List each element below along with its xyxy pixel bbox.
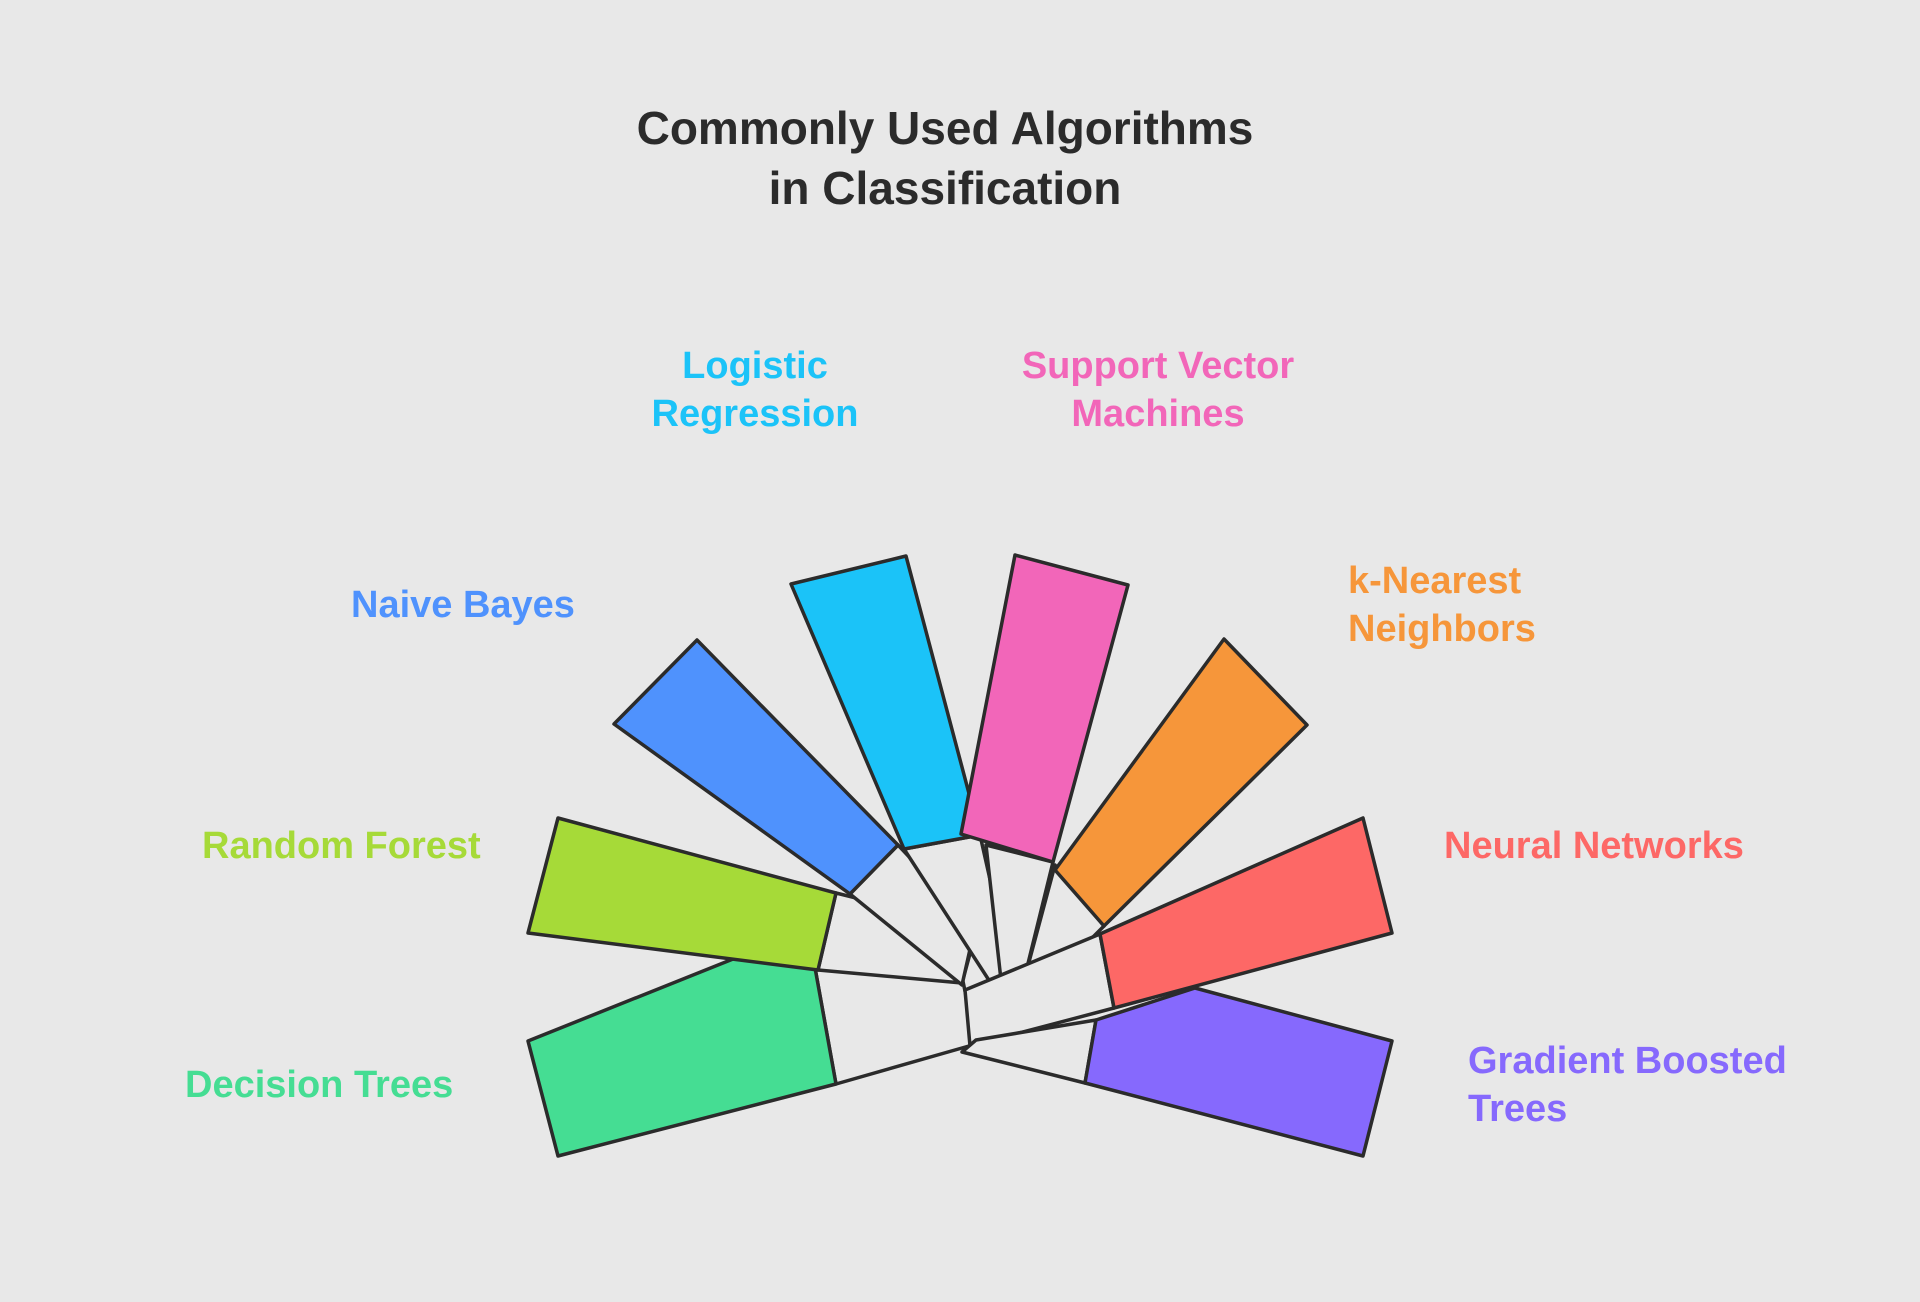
label-logistic-regression: Logistic Regression (615, 342, 895, 438)
label-line: Support Vector (1021, 345, 1295, 387)
label-naive-bayes: Naive Bayes (351, 581, 575, 629)
segment-svm (959, 553, 1130, 864)
label-line: Regression (651, 393, 859, 435)
title-line-2: in Classification (768, 162, 1122, 214)
segment-gradient-boosted (1083, 986, 1394, 1158)
segment-naive-bayes (612, 638, 900, 896)
title-line-1: Commonly Used Algorithms (636, 102, 1254, 154)
label-line: Trees (1468, 1088, 1568, 1130)
label-line: k-Nearest (1348, 560, 1522, 602)
label-gradient-boosted: Gradient Boosted Trees (1468, 1037, 1787, 1133)
label-neural-networks: Neural Networks (1444, 822, 1744, 870)
label-knn: k-Nearest Neighbors (1348, 557, 1536, 653)
label-line: Logistic (682, 345, 828, 387)
label-line: Random Forest (202, 825, 481, 867)
label-line: Decision Trees (185, 1064, 454, 1106)
diagram-title: Commonly Used Algorithms in Classificati… (560, 98, 1330, 218)
connector-neural-networks (963, 816, 1394, 1048)
connector-gradient-boosted (960, 986, 1394, 1158)
label-line: Machines (1071, 393, 1245, 435)
label-line: Gradient Boosted (1468, 1040, 1787, 1082)
label-line: Neighbors (1348, 608, 1536, 650)
label-svm: Support Vector Machines (1008, 342, 1308, 438)
segment-random-forest (526, 816, 838, 972)
segment-decision-trees (526, 927, 838, 1158)
connector-svm (959, 553, 1130, 1009)
label-line: Naive Bayes (351, 584, 575, 626)
label-line: Neural Networks (1444, 825, 1744, 867)
connector-naive-bayes (612, 638, 977, 987)
label-decision-trees: Decision Trees (185, 1061, 453, 1109)
segment-knn (1053, 637, 1309, 928)
segment-neural-networks (1098, 816, 1394, 1010)
label-random-forest: Random Forest (202, 822, 481, 870)
